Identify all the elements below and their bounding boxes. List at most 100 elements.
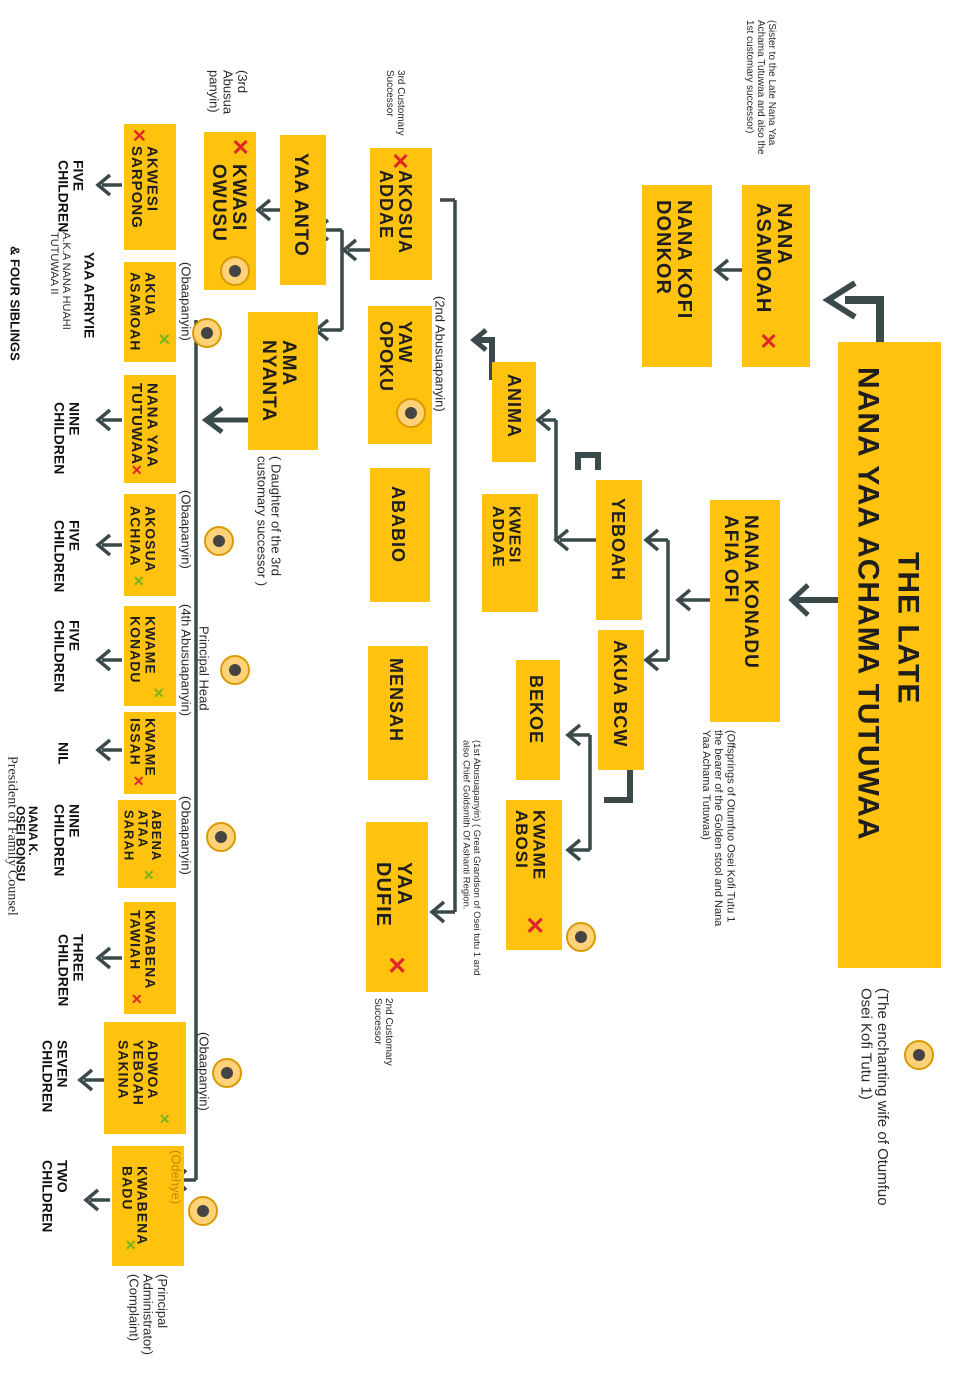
gen5-box-7: KWABENA TAWIAH ✕ — [124, 902, 176, 1014]
crown-icon — [206, 822, 236, 852]
gen5-name-4: KWAME KONADU — [127, 616, 159, 684]
yaw-opoku-note: (2nd Abusuapanyin) — [432, 296, 448, 412]
crown-icon — [204, 526, 234, 556]
gen5-children-4: FIVE CHILDREN — [51, 620, 83, 693]
crown-icon — [566, 922, 596, 952]
gen5-role-6: (Obaapanyin) — [178, 796, 194, 875]
gen5-children-9: TWO CHILDREN — [39, 1160, 71, 1233]
gen5-children-6: NINE CHILDREN — [51, 804, 83, 877]
anima-name: ANIMA — [503, 374, 524, 438]
asamoah-name: NANA ASAMOAH — [752, 203, 795, 314]
kwasi-owusu-name: KWASI OWUSU — [207, 164, 249, 242]
yaa-anto-box: YAA ANTO — [280, 135, 326, 285]
gen5-name-1: AKUA ASAMOAH — [127, 272, 159, 352]
crown-icon — [904, 1040, 934, 1070]
akua-bcw-name: AKUA BCW — [609, 640, 630, 748]
anima-box: ANIMA — [492, 362, 536, 462]
yaa-dufie-box: YAA DUFIE ✕ — [366, 822, 428, 992]
donkor-name: NANA KOFI DONKOR — [652, 200, 695, 320]
deceased-x-icon: ✕ — [131, 774, 148, 790]
bekoe-box: BEKOE — [516, 660, 560, 780]
akosua-addae-name: AKOSUA ADDAE — [375, 170, 415, 254]
donkor-box: NANA KOFI DONKOR — [642, 185, 712, 367]
kwame-abosi-name: KWAME ABOSI — [511, 810, 549, 881]
deceased-x-icon: ✕ — [129, 126, 150, 147]
gen5-children-2-1: & FOUR SIBLINGS — [7, 246, 23, 361]
gen5-role-1: (Obaapanyin) — [178, 262, 194, 341]
gen5-role-4: (4th Abusuapanyin) — [178, 604, 194, 717]
crown-icon — [192, 318, 222, 348]
gen5-box-5: KWAME ISSAH ✕ — [124, 712, 176, 794]
gen5-box-1: AKUA ASAMOAH ✕ — [124, 262, 176, 362]
deceased-x-icon: ✕ — [129, 463, 146, 479]
root-title-2: NANA YAA ACHAMA TUTUWAA — [851, 367, 885, 841]
konadu-name: NANA KONADU AFIA OFI — [719, 515, 761, 669]
akua-bcw-box: AKUA BCW — [598, 630, 644, 770]
ababio-box: ABABIO — [370, 468, 430, 602]
gen5-name-8: ADWOA YEBOAH SAKINA — [115, 1040, 162, 1106]
gen5-role-8: (Obaapanyin) — [196, 1032, 212, 1111]
gen5-children-2-6: President of Family Counsel — [4, 756, 20, 916]
living-tick-icon: ✕ — [123, 1238, 140, 1254]
gen5-children-1: YAA AFRIYIE — [81, 252, 98, 339]
gen5-box-6: ABENA ATAA SARAH ✕ — [118, 800, 176, 888]
gen5-box-4: KWAME KONADU ✕ — [124, 606, 176, 706]
gen5-box-3: AKOSUA ACHIAA ✕ — [124, 494, 176, 596]
gen5-box-2: NANA YAA TUTUWAA ✕ — [124, 375, 176, 483]
living-tick-icon: ✕ — [141, 868, 158, 884]
konadu-note: (Offsprings of Otumfuo Osei Kofi Tutu 1 … — [700, 730, 737, 927]
living-tick-icon: ✕ — [151, 686, 168, 702]
yaa-dufie-note: 2nd Customary Successor — [372, 998, 394, 1066]
gen5-children-3: FIVE CHILDREN — [51, 520, 83, 593]
living-tick-icon: ✕ — [157, 1112, 174, 1128]
gen5-box-0: AKWESI SARPONG ✕ — [124, 124, 176, 250]
bekoe-name: BEKOE — [525, 675, 546, 745]
gen5-box-9: KWABENA BADU ✕ (Odehye) — [112, 1146, 184, 1266]
kwesi-addae-name: KWESI ADDAE — [488, 506, 523, 568]
crown-icon — [212, 1058, 242, 1088]
ama-nyanta-box: AMA NYANTA — [248, 312, 318, 450]
deceased-x-icon: ✕ — [229, 136, 255, 161]
gen5-box-8: ADWOA YEBOAH SAKINA ✕ — [104, 1022, 186, 1134]
kwasi-owusu-note: (3rd Abusua panyin) — [206, 70, 250, 115]
kwame-abosi-box: KWAME ABOSI ✕ — [506, 800, 562, 950]
asamoah-note: (Sister to the Late Nana Yaa Achama Tutu… — [744, 20, 777, 155]
akosua-addae-note: 3rd Customary Successor — [384, 70, 406, 136]
root-box: THE LATE NANA YAA ACHAMA TUTUWAA — [838, 342, 941, 968]
living-tick-icon: ✕ — [131, 574, 148, 590]
ama-nyanta-note: ( Daughter of the 3rd customary successo… — [254, 456, 284, 587]
living-tick-icon: ✕ — [154, 330, 172, 349]
deceased-x-icon: ✕ — [383, 952, 411, 980]
mensah-name: MENSAH — [385, 658, 406, 743]
gen5-role-5: Principal Head — [196, 626, 212, 711]
gen5-children-note-6: NANA K. OSEI BONSU — [13, 806, 41, 882]
kwame-abosi-note: (1st Abusuapanyin) ( Great Grandson of O… — [460, 740, 482, 976]
akosua-addae-box: AKOSUA ADDAE ✕ — [370, 148, 432, 280]
root-note: (The enchanting wife of Otumfuo Osei Kof… — [857, 988, 892, 1206]
gen5-children-2: NINE CHILDREN — [51, 402, 83, 475]
kwesi-addae-box: KWESI ADDAE — [482, 494, 538, 612]
deceased-x-icon: ✕ — [129, 992, 146, 1008]
mensah-box: MENSAH — [368, 646, 428, 780]
gen5-note-9: (Principal Administrator) (Complaint) — [126, 1274, 170, 1355]
gen5-name-3: AKOSUA ACHIAA — [127, 506, 159, 573]
gen5-role-3: (Obaapanyin) — [178, 490, 194, 569]
deceased-x-icon: ✕ — [757, 330, 783, 355]
crown-icon — [220, 655, 250, 685]
yeboah-name: YEBOAH — [607, 498, 628, 582]
gen5-children-7: THREE CHILDREN — [55, 934, 87, 1007]
gen5-name-2: NANA YAA TUTUWAA — [127, 383, 161, 468]
asamoah-box: NANA ASAMOAH ✕ — [742, 185, 810, 367]
ababio-name: ABABIO — [387, 486, 408, 563]
deceased-x-icon: ✕ — [521, 912, 549, 940]
gen5-name-7: KWABENA TAWIAH — [127, 910, 159, 989]
deceased-x-icon: ✕ — [389, 150, 415, 175]
yaa-dufie-name: YAA DUFIE — [372, 862, 415, 927]
gen5-children-0: FIVE CHILDREN — [55, 160, 87, 233]
root-title-1: THE LATE — [891, 552, 925, 705]
yaa-anto-name: YAA ANTO — [289, 153, 311, 257]
ama-nyanta-name: AMA NYANTA — [257, 340, 299, 423]
gen5-name-9: KWABENA BADU — [119, 1166, 151, 1245]
gen5-children-5: NIL — [55, 742, 72, 765]
